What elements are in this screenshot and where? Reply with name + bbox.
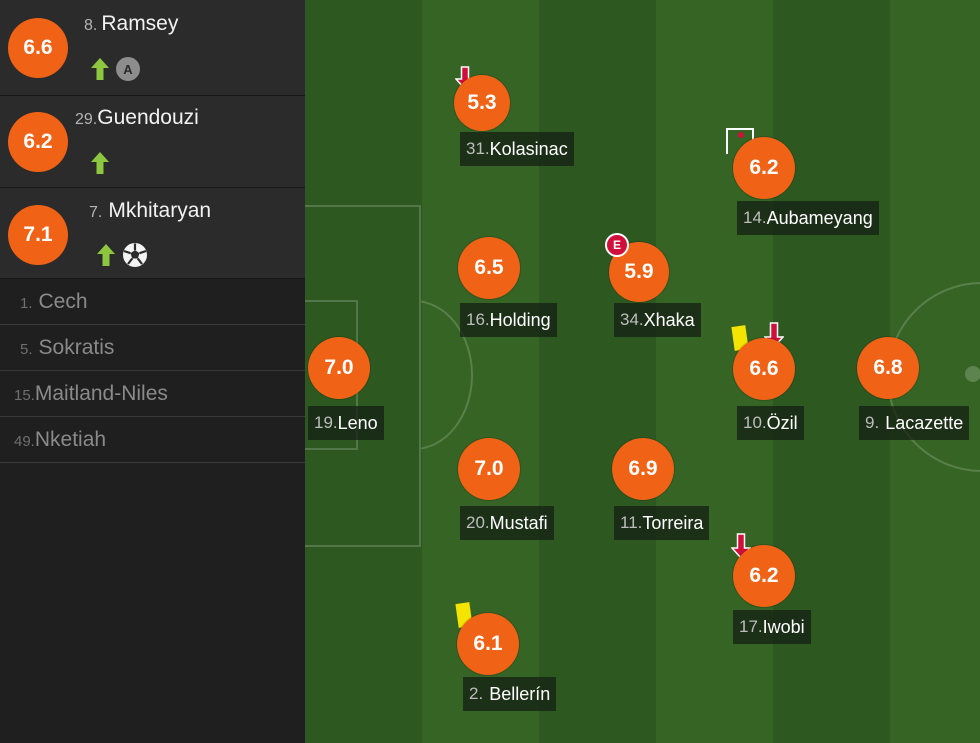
center-spot — [965, 366, 980, 382]
player-label-torreira[interactable]: 11. Torreira — [614, 506, 710, 540]
own-goal-letter: E — [612, 238, 621, 252]
player-name: Mustafi — [489, 512, 548, 533]
shirt-number: 16. — [466, 310, 490, 329]
assist-letter: A — [123, 61, 133, 77]
player-name: Kolasinac — [489, 138, 568, 159]
penalty-area — [305, 205, 421, 547]
rating-badge-torreira[interactable]: 6.9 — [612, 438, 674, 500]
rating-badge: 6.2 — [8, 112, 68, 172]
player-label-mustafi[interactable]: 20. Mustafi — [460, 506, 554, 540]
grass-stripe — [539, 0, 656, 743]
bench-row-cech[interactable]: 1. Cech — [0, 279, 305, 325]
substitute-row-mkhitaryan[interactable]: 7.1 7. Mkhitaryan — [0, 188, 305, 279]
rating-badge-iwobi[interactable]: 6.2 — [733, 545, 795, 607]
player-name: Holding — [489, 309, 551, 330]
player-label-bellerin[interactable]: 2. Bellerín — [463, 677, 557, 711]
substitute-row-ramsey[interactable]: 6.6 8. Ramsey A — [0, 0, 305, 96]
player-label-holding[interactable]: 16. Holding — [460, 303, 557, 337]
player-name: Lacazette — [885, 412, 964, 433]
player-label-xhaka[interactable]: 34. Xhaka — [614, 303, 701, 337]
sub-on-icon — [91, 152, 109, 174]
pitch: 7.0 19. Leno 5.3 31. Kolasinac 6.5 16. H… — [305, 0, 980, 743]
shirt-number: 11. — [620, 513, 643, 532]
shirt-number: 15. — [14, 386, 35, 404]
player-name: Iwobi — [762, 616, 805, 637]
shirt-number: 19. — [314, 413, 338, 432]
player-label-ozil[interactable]: 10. Özil — [737, 406, 804, 440]
substitute-row-guendouzi[interactable]: 6.2 29. Guendouzi — [0, 96, 305, 188]
player-name: Cech — [38, 289, 88, 313]
shirt-number: 8. — [84, 17, 98, 34]
player-name: Leno — [337, 412, 378, 433]
goal-icon — [123, 243, 147, 267]
shirt-number: 9. — [865, 413, 880, 432]
shirt-number: 1. — [20, 294, 33, 312]
rating-badge-mustafi[interactable]: 7.0 — [458, 438, 520, 500]
shirt-number: 10. — [743, 413, 767, 432]
rating-badge-lacazette[interactable]: 6.8 — [857, 337, 919, 399]
shirt-number: 31. — [466, 139, 490, 158]
assist-icon: A — [116, 57, 140, 81]
shirt-number: 5. — [20, 340, 33, 358]
player-name: Mkhitaryan — [108, 199, 212, 222]
shirt-number: 20. — [466, 513, 490, 532]
bench-row-nketiah[interactable]: 49. Nketiah — [0, 417, 305, 463]
own-goal-icon: E — [605, 233, 629, 257]
rating-badge: 6.6 — [8, 18, 68, 78]
rating-badge-aubameyang[interactable]: 6.2 — [733, 137, 795, 199]
rating-badge-kolasinac[interactable]: 5.3 — [454, 75, 510, 131]
player-name: Torreira — [642, 512, 704, 533]
player-name: Nketiah — [34, 427, 107, 451]
shirt-number: 29. — [75, 111, 98, 128]
player-name: Sokratis — [38, 335, 115, 359]
shirt-number: 2. — [469, 684, 484, 703]
player-name: Aubameyang — [766, 207, 873, 228]
player-label-lacazette[interactable]: 9. Lacazette — [859, 406, 970, 440]
rating-badge-holding[interactable]: 6.5 — [458, 237, 520, 299]
bench-row-sokratis[interactable]: 5. Sokratis — [0, 325, 305, 371]
substitutes-panel: 6.6 8. Ramsey A 6.2 29. Guendouzi 7.1 — [0, 0, 305, 743]
rating-badge-ozil[interactable]: 6.6 — [733, 338, 795, 400]
player-label-aubameyang[interactable]: 14. Aubameyang — [737, 201, 879, 235]
player-name: Xhaka — [643, 309, 695, 330]
shirt-number: 7. — [89, 204, 103, 221]
sub-on-icon — [97, 244, 115, 266]
rating-badge-leno[interactable]: 7.0 — [308, 337, 370, 399]
player-name: Ramsey — [101, 12, 179, 35]
player-label-iwobi[interactable]: 17. Iwobi — [733, 610, 811, 644]
sub-on-icon — [91, 58, 109, 80]
player-name: Guendouzi — [97, 106, 199, 129]
rating-badge-bellerin[interactable]: 6.1 — [457, 613, 519, 675]
shirt-number: 14. — [743, 208, 767, 227]
player-name: Bellerín — [489, 683, 551, 704]
player-name: Özil — [766, 412, 798, 433]
bench-row-maitland-niles[interactable]: 15. Maitland-Niles — [0, 371, 305, 417]
shirt-number: 34. — [620, 310, 644, 329]
player-label-kolasinac[interactable]: 31. Kolasinac — [460, 132, 574, 166]
rating-badge: 7.1 — [8, 205, 68, 265]
shirt-number: 17. — [739, 617, 763, 636]
player-name: Maitland-Niles — [34, 381, 168, 405]
shirt-number: 49. — [14, 432, 35, 450]
player-label-leno[interactable]: 19. Leno — [308, 406, 384, 440]
